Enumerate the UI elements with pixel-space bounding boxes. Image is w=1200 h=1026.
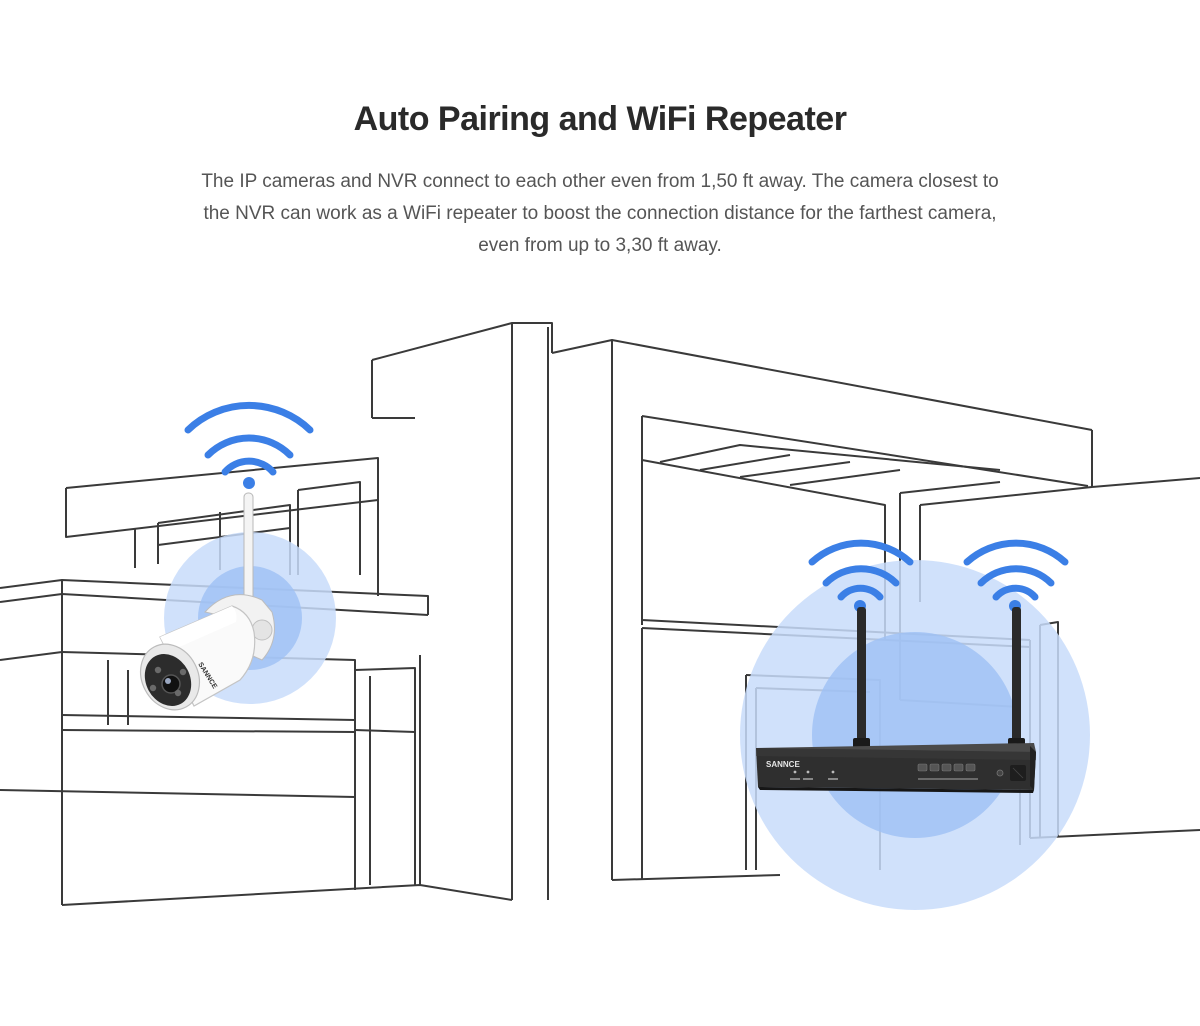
ip-camera: SANNCE [139,492,275,711]
nvr-signal-halo [740,560,1090,910]
wifi-signal-icon [184,401,314,489]
nvr-brand-logo: SANNCE [766,760,800,769]
description-line: even from up to 3,30 ft away. [478,235,722,256]
description-line: The IP cameras and NVR connect to each o… [201,171,999,192]
headline: Auto Pairing and WiFi Repeater [353,100,847,138]
description: The IP cameras and NVR connect to each o… [150,166,1050,262]
description-line: the NVR can work as a WiFi repeater to b… [203,203,997,224]
wifi-signal-icon [808,539,914,612]
nvr-recorder: SANNCE [756,607,1036,793]
